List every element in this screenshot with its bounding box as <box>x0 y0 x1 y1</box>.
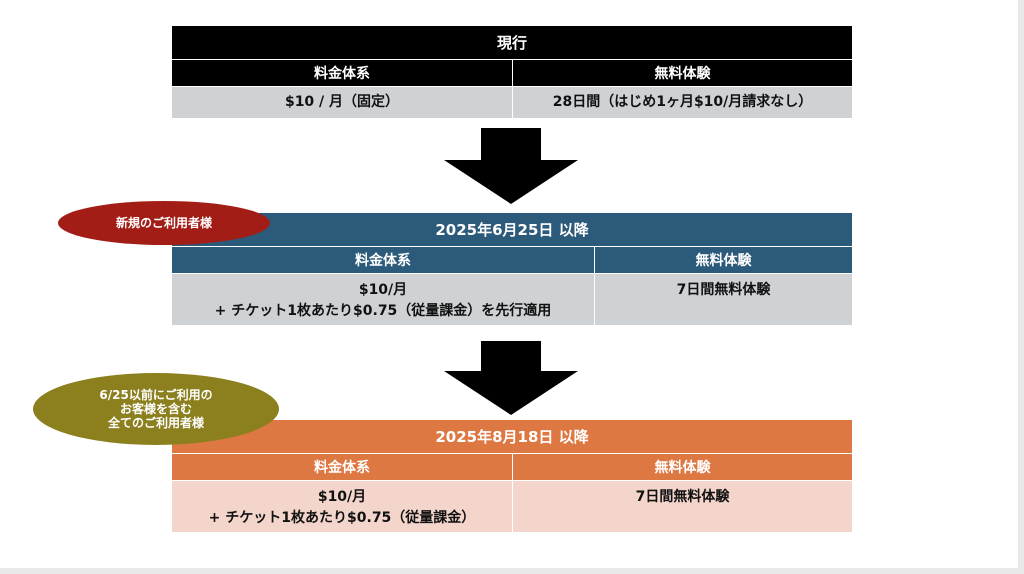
all-users-plan-table: 2025年8月18日 以降 料金体系 無料体験 $10/月 + チケット1枚あた… <box>172 420 852 532</box>
all-users-badge-line1: 6/25以前にご利用の <box>99 388 213 402</box>
new-users-badge-label: 新規のご利用者様 <box>115 216 212 230</box>
all-users-price: $10/月 + チケット1枚あたり$0.75（従量課金） <box>172 480 512 532</box>
all-users-price-base: $10/月 <box>317 489 367 505</box>
new-users-plan-title: 2025年6月25日 以降 <box>172 213 852 246</box>
current-trial: 28日間（はじめ1ヶ月$10/月請求なし） <box>512 86 852 118</box>
new-users-header-pricing: 料金体系 <box>172 246 594 273</box>
current-body-row: $10 / 月（固定） 28日間（はじめ1ヶ月$10/月請求なし） <box>172 86 852 118</box>
all-users-badge: 6/25以前にご利用の お客様を含む 全てのご利用者様 <box>33 373 279 445</box>
all-users-header-pricing: 料金体系 <box>172 453 512 480</box>
all-users-header-trial: 無料体験 <box>512 453 852 480</box>
new-users-header-trial: 無料体験 <box>594 246 852 273</box>
all-users-badge-label: 6/25以前にご利用の お客様を含む 全てのご利用者様 <box>99 388 212 430</box>
current-header-pricing: 料金体系 <box>172 59 512 86</box>
new-users-header-row: 料金体系 無料体験 <box>172 246 852 273</box>
all-users-plan-title: 2025年8月18日 以降 <box>172 420 852 453</box>
new-users-trial: 7日間無料体験 <box>594 273 852 325</box>
current-header-row: 料金体系 無料体験 <box>172 59 852 86</box>
current-header-trial: 無料体験 <box>512 59 852 86</box>
current-plan-title: 現行 <box>172 26 852 59</box>
all-users-header-row: 料金体系 無料体験 <box>172 453 852 480</box>
new-users-body-row: $10/月 + チケット1枚あたり$0.75（従量課金）を先行適用 7日間無料体… <box>172 273 852 325</box>
new-users-plan-table: 2025年6月25日 以降 料金体系 無料体験 $10/月 + チケット1枚あた… <box>172 213 852 325</box>
all-users-body-row: $10/月 + チケット1枚あたり$0.75（従量課金） 7日間無料体験 <box>172 480 852 532</box>
new-users-price-base: $10/月 <box>358 282 408 298</box>
all-users-trial: 7日間無料体験 <box>512 480 852 532</box>
current-plan-table: 現行 料金体系 無料体験 $10 / 月（固定） 28日間（はじめ1ヶ月$10/… <box>172 26 852 118</box>
all-users-badge-line2: お客様を含む <box>119 402 192 416</box>
all-users-price-ticket: + チケット1枚あたり$0.75（従量課金） <box>208 510 476 526</box>
down-arrow-icon <box>444 341 578 415</box>
all-users-badge-line3: 全てのご利用者様 <box>107 416 204 430</box>
down-arrow-icon <box>444 128 578 204</box>
current-price: $10 / 月（固定） <box>172 86 512 118</box>
new-users-price-ticket: + チケット1枚あたり$0.75（従量課金）を先行適用 <box>214 303 552 319</box>
right-edge <box>1018 0 1024 574</box>
bottom-edge <box>0 568 1024 574</box>
new-users-badge: 新規のご利用者様 <box>58 201 270 245</box>
new-users-price: $10/月 + チケット1枚あたり$0.75（従量課金）を先行適用 <box>172 273 594 325</box>
